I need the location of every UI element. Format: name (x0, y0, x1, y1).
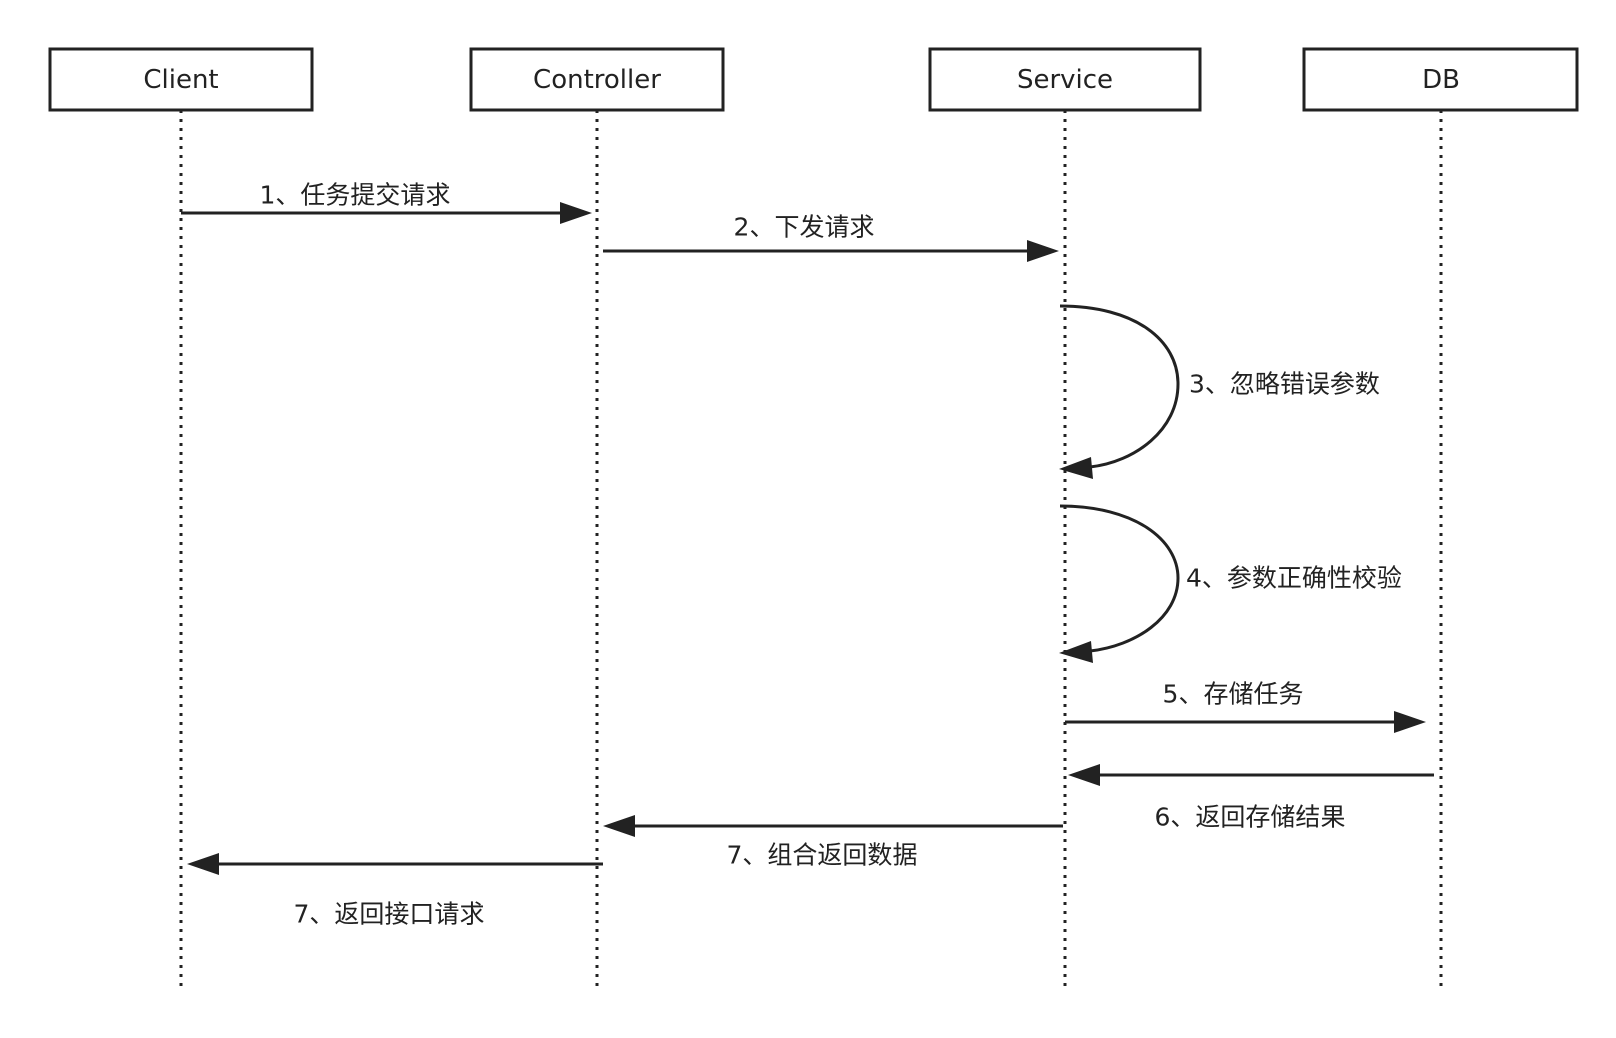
arrowhead (1027, 240, 1059, 262)
participant-label: Client (143, 65, 218, 95)
message-label: 1、任务提交请求 (260, 181, 451, 210)
arrowhead (1059, 641, 1093, 663)
message-label: 6、返回存储结果 (1155, 803, 1346, 832)
arrowhead (603, 815, 635, 837)
message-6: 6、返回存储结果 (1068, 764, 1434, 832)
message-label: 7、返回接口请求 (294, 900, 485, 929)
participant-controller: Controller (469, 47, 725, 112)
message-5: 5、存储任务 (1065, 680, 1426, 733)
message-1: 1、任务提交请求 (181, 181, 592, 224)
self-call-curve (1059, 504, 1180, 653)
arrowhead (187, 853, 219, 875)
participant-label: Controller (533, 65, 661, 95)
participant-label: DB (1422, 65, 1460, 95)
arrowhead (1059, 457, 1093, 479)
message-3-self-call: 3、忽略错误参数 (1059, 304, 1380, 479)
message-7: 7、组合返回数据 (603, 815, 1063, 870)
participant-client: Client (48, 47, 314, 112)
participant-db: DB (1302, 47, 1579, 112)
message-label: 4、参数正确性校验 (1186, 564, 1402, 593)
arrowhead (1394, 711, 1426, 733)
message-label: 3、忽略错误参数 (1189, 370, 1380, 399)
message-label: 2、下发请求 (734, 213, 875, 242)
participant-service: Service (928, 47, 1202, 112)
message-4-self-call: 4、参数正确性校验 (1059, 504, 1402, 663)
arrowhead (1068, 764, 1100, 786)
self-call-curve (1059, 304, 1180, 469)
message-2: 2、下发请求 (603, 213, 1059, 262)
message-label: 5、存储任务 (1163, 680, 1304, 709)
arrowhead (560, 202, 592, 224)
message-label: 7、组合返回数据 (727, 841, 918, 870)
message-8: 7、返回接口请求 (187, 853, 603, 929)
participant-label: Service (1017, 65, 1113, 95)
